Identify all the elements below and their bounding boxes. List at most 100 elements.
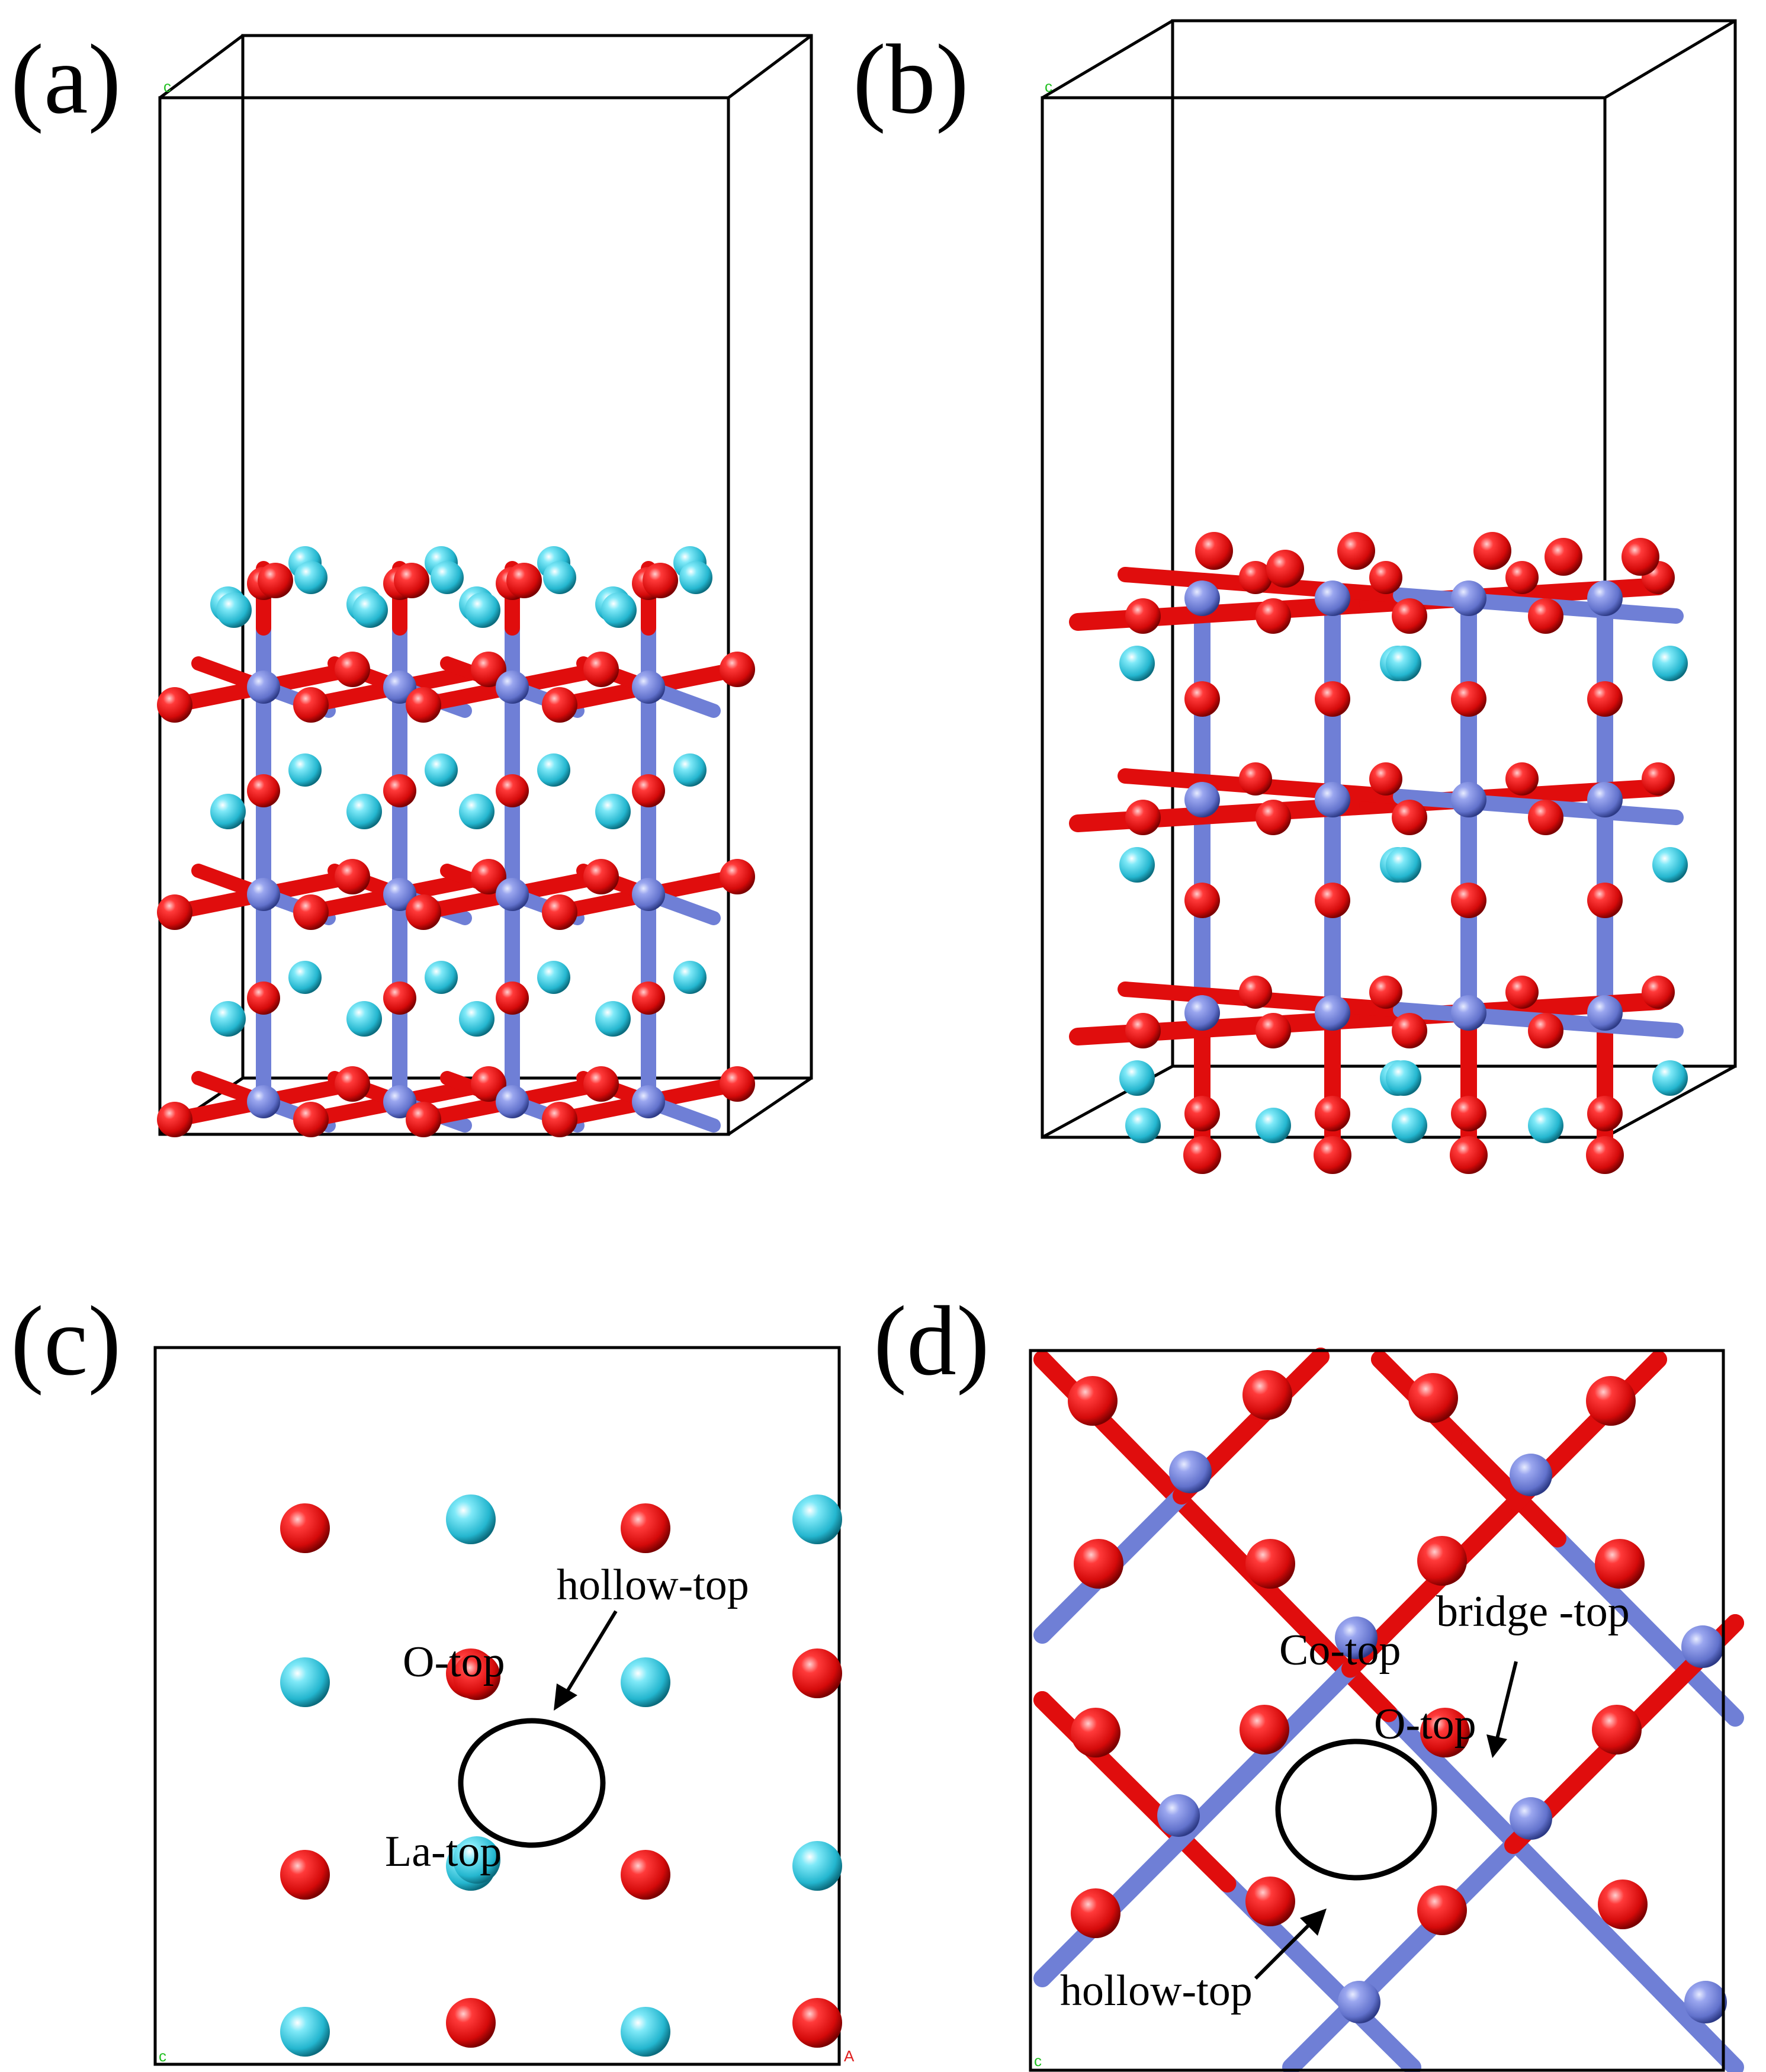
cobalt-atom — [1335, 1616, 1378, 1659]
lanthanum-atom — [459, 794, 495, 829]
lanthanum-atom — [210, 794, 246, 829]
lanthanum-atom — [621, 1657, 670, 1707]
oxygen-atom — [1598, 1879, 1648, 1929]
oxygen-atom — [1315, 681, 1350, 717]
oxygen-atom — [1450, 1136, 1488, 1174]
lanthanum-atom — [1119, 847, 1155, 883]
lanthanum-atom — [792, 1841, 842, 1891]
oxygen-atom — [1256, 800, 1291, 835]
oxygen-atom — [383, 774, 416, 807]
cobalt-atom — [1451, 580, 1486, 616]
oxygen-atom — [247, 982, 280, 1015]
oxygen-atom — [496, 982, 529, 1015]
panel-label-c: (c) — [11, 1286, 121, 1396]
oxygen-atom — [1266, 550, 1304, 588]
cobalt-atom — [1157, 1794, 1200, 1837]
oxygen-atom — [247, 774, 280, 807]
oxygen-atom — [157, 687, 192, 723]
oxygen-atom — [1417, 1536, 1467, 1586]
oxygen-atom — [1239, 561, 1272, 594]
oxygen-atom — [496, 774, 529, 807]
oxygen-atom — [1239, 976, 1272, 1009]
oxygen-atom — [632, 982, 665, 1015]
unit-cell-box-d — [1029, 1349, 1725, 2072]
cobalt-atom — [1681, 1625, 1724, 1668]
lanthanum-atom — [621, 2007, 670, 2057]
lanthanum-atom — [446, 1494, 496, 1544]
cobalt-atom — [1315, 782, 1350, 817]
lanthanum-atom — [673, 961, 707, 994]
oxygen-atom — [1451, 681, 1486, 717]
oxygen-atom — [1420, 1708, 1470, 1757]
lanthanum-atom — [792, 1494, 842, 1544]
panel-a: (a) c — [11, 24, 813, 1137]
lanthanum-atom — [673, 753, 707, 787]
oxygen-atom — [446, 1998, 496, 2048]
oxygen-atom — [1451, 1096, 1486, 1131]
oxygen-atom — [1392, 1013, 1427, 1048]
oxygen-atom — [280, 1850, 330, 1900]
lanthanum-atom — [1256, 1108, 1291, 1143]
site-label-hollow-d: hollow-top — [1060, 1967, 1253, 2015]
cobalt-atom — [1315, 580, 1350, 616]
oxygen-atom — [406, 1102, 441, 1137]
oxygen-atom — [1587, 883, 1623, 918]
oxygen-atom — [1528, 598, 1563, 634]
lanthanum-atom — [1119, 646, 1155, 681]
oxygen-atom — [1245, 1877, 1295, 1926]
oxygen-atom — [643, 563, 678, 598]
oxygen-atom — [1369, 561, 1402, 594]
cobalt-atom — [496, 878, 529, 911]
oxygen-atom — [1074, 1539, 1123, 1589]
axis-tag-a-c: A — [844, 2047, 855, 2065]
cobalt-atom — [247, 878, 280, 911]
hollow-arrow-c — [554, 1610, 618, 1711]
lanthanum-atom — [1386, 646, 1421, 681]
lanthanum-atom — [537, 753, 570, 787]
lanthanum-atom — [1652, 847, 1688, 883]
oxygen-atom — [453, 1653, 500, 1700]
site-label-la-top-c: La-top — [385, 1827, 502, 1876]
cobalt-atom — [1587, 995, 1623, 1031]
oxygen-atom — [1195, 532, 1233, 570]
cobalt-atom — [247, 1085, 280, 1118]
cobalt-atom — [496, 671, 529, 704]
cobalt-atom — [247, 671, 280, 704]
cobalt-atom — [1338, 1981, 1380, 2023]
panel-label-b: (b) — [853, 24, 969, 134]
axis-tag-c-a: c — [163, 78, 171, 95]
oxygen-atom — [1369, 976, 1402, 1009]
lanthanum-atom — [465, 592, 500, 628]
bond — [1282, 1836, 1522, 2072]
oxygen-atom — [1314, 1136, 1351, 1174]
atoms-c — [280, 1494, 842, 2057]
oxygen-atom — [1183, 1136, 1221, 1174]
oxygen-atom — [1125, 1013, 1161, 1048]
oxygen-atom — [1242, 1370, 1292, 1420]
hollow-site-circle-d — [1275, 1739, 1437, 1881]
lanthanum-atom — [280, 2007, 330, 2057]
oxygen-atom — [1642, 976, 1675, 1009]
oxygen-atom — [583, 859, 619, 894]
oxygen-atom — [157, 894, 192, 930]
oxygen-atom — [1528, 800, 1563, 835]
lanthanum-atom — [543, 561, 576, 594]
oxygen-atom — [1505, 762, 1539, 796]
cobalt-atom — [1587, 580, 1623, 616]
oxygen-atom — [1417, 1885, 1467, 1935]
axis-tag-c-d: c — [1034, 2052, 1042, 2070]
cobalt-atom — [1684, 1981, 1727, 2023]
oxygen-atom — [394, 563, 429, 598]
oxygen-atom — [1240, 1705, 1289, 1755]
oxygen-atom — [280, 1503, 330, 1553]
oxygen-atom — [1245, 1539, 1295, 1589]
oxygen-atom — [406, 894, 441, 930]
oxygen-atom — [720, 652, 755, 687]
oxygen-atom — [1315, 883, 1350, 918]
bond — [1380, 1704, 1744, 2072]
oxygen-atom — [1586, 1376, 1636, 1426]
lanthanum-atom — [679, 561, 712, 594]
lanthanum-atom — [431, 561, 464, 594]
oxygen-atom — [542, 894, 577, 930]
oxygen-atom — [1071, 1888, 1120, 1938]
